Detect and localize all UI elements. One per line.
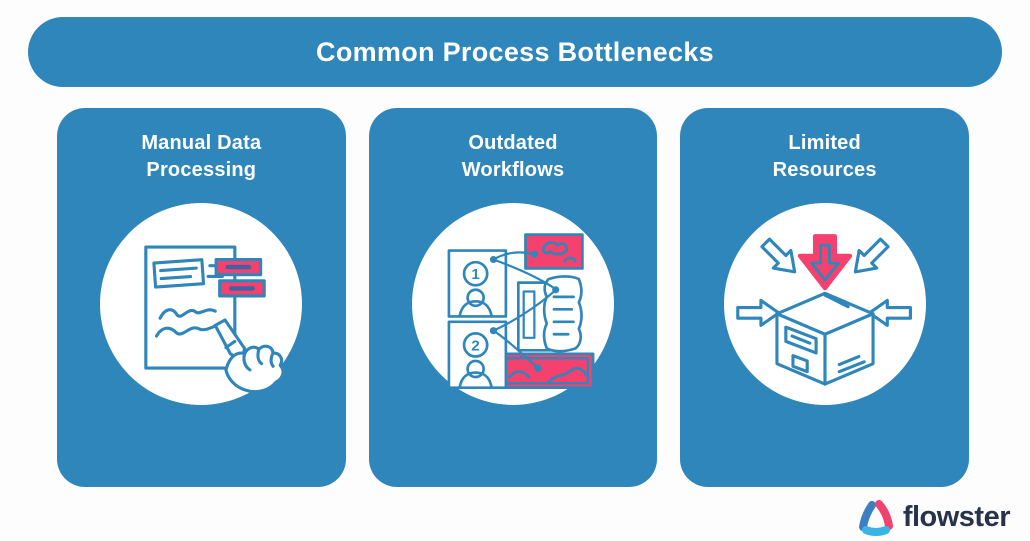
header-banner: Common Process Bottlenecks	[28, 17, 1002, 87]
card-limited-resources: Limited Resources	[680, 108, 970, 487]
icon-circle: 1 2	[412, 203, 614, 405]
brand-logo: flowster	[856, 497, 1011, 537]
step-number-2: 2	[471, 337, 479, 354]
card-manual-data-processing: Manual Data Processing	[57, 108, 346, 487]
card-title: Limited Resources	[772, 132, 877, 181]
icon-circle	[723, 203, 926, 405]
icon-circle	[100, 203, 303, 405]
brand-name: flowster	[902, 500, 1011, 533]
flowster-logo-icon	[858, 500, 893, 536]
card-outdated-workflows: Outdated Workflows	[368, 108, 658, 487]
card-title: Manual Data Processing	[141, 132, 262, 181]
card-title: Outdated Workflows	[461, 132, 565, 181]
step-number-1: 1	[471, 266, 479, 283]
page-title: Common Process Bottlenecks	[316, 36, 714, 67]
box-converging-arrows-icon	[735, 234, 912, 386]
workflow-assignment-icon: 1 2	[447, 233, 595, 389]
document-handwriting-icon	[144, 245, 285, 393]
bottleneck-cards: Manual Data Processing	[57, 108, 970, 487]
